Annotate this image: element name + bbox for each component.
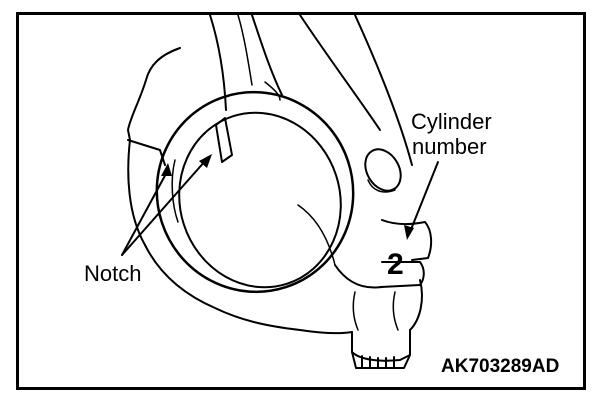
cylinder-number-label-line1: Cylinder bbox=[411, 109, 492, 134]
figure-frame bbox=[16, 12, 586, 390]
rod-beam bbox=[209, 14, 413, 193]
bolt-nut bbox=[351, 351, 411, 369]
cylinder-number-leader-arrow bbox=[404, 161, 439, 240]
cylinder-number-label-line2: number bbox=[412, 134, 487, 159]
big-end-bore bbox=[155, 90, 355, 294]
notch-label: Notch bbox=[84, 261, 142, 286]
rod-cap-body bbox=[127, 47, 433, 362]
figure-code-label: AK703289AD bbox=[441, 356, 560, 377]
stamped-cylinder-number: 2 bbox=[387, 248, 404, 281]
notch-leader-arrows bbox=[121, 154, 212, 256]
